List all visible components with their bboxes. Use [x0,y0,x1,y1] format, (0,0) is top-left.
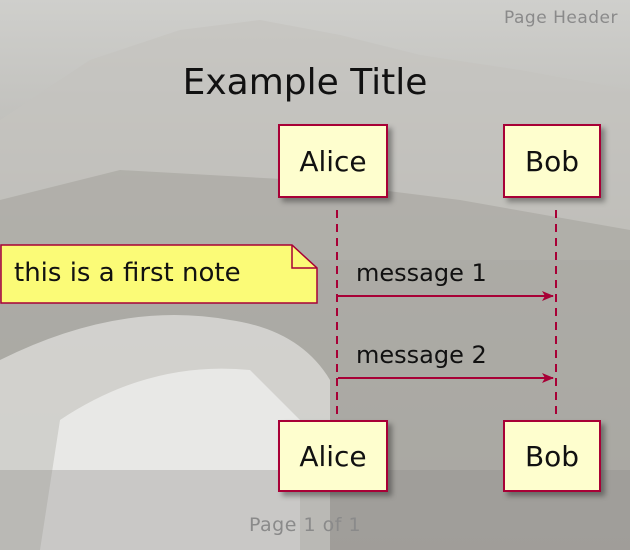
participant-label: Bob [524,439,580,473]
message-label-2: message 2 [356,341,487,369]
page-header: Page Header [504,8,618,28]
diagram-title: Example Title [182,62,428,103]
participant-label: Alice [299,144,367,178]
participant-alice-top: Alice [278,124,388,198]
page-footer: Page 1 of 1 [248,514,362,536]
note-shape [0,244,318,304]
participant-bob-bottom: Bob [503,420,601,492]
note-text: this is a first note [14,258,241,288]
participant-bob-top: Bob [503,124,601,198]
message-label-1: message 1 [356,259,487,287]
participant-alice-bottom: Alice [278,420,388,492]
participant-label: Bob [524,144,580,178]
participant-label: Alice [299,439,367,473]
